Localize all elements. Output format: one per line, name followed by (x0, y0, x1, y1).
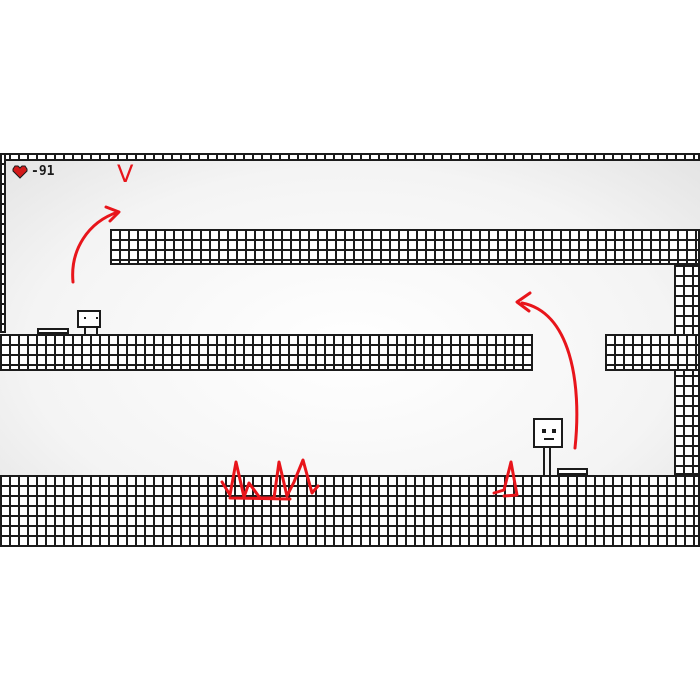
upper-brick-platform (110, 229, 700, 265)
player-eye-left (542, 429, 546, 433)
left-brick-wall (0, 153, 6, 333)
exit-pressure-pad (557, 468, 588, 475)
player-eye-right (552, 429, 556, 433)
deaths-value: -91 (31, 164, 55, 179)
small-cube-character (77, 310, 101, 336)
small-cube-legs (84, 328, 98, 336)
player-mouth (544, 438, 554, 440)
middle-right-brick-platform (605, 334, 700, 371)
player-legs (543, 448, 551, 475)
floor-brick-ground (0, 475, 700, 547)
player-square-character (533, 418, 563, 448)
hud-death-counter: -91 (12, 164, 54, 179)
middle-left-brick-platform (0, 334, 533, 371)
small-cube-eyes (84, 317, 98, 319)
heart-icon (12, 165, 28, 179)
game-viewport (0, 153, 700, 547)
spawn-pressure-pad (37, 328, 69, 334)
top-brick-wall (0, 153, 700, 161)
